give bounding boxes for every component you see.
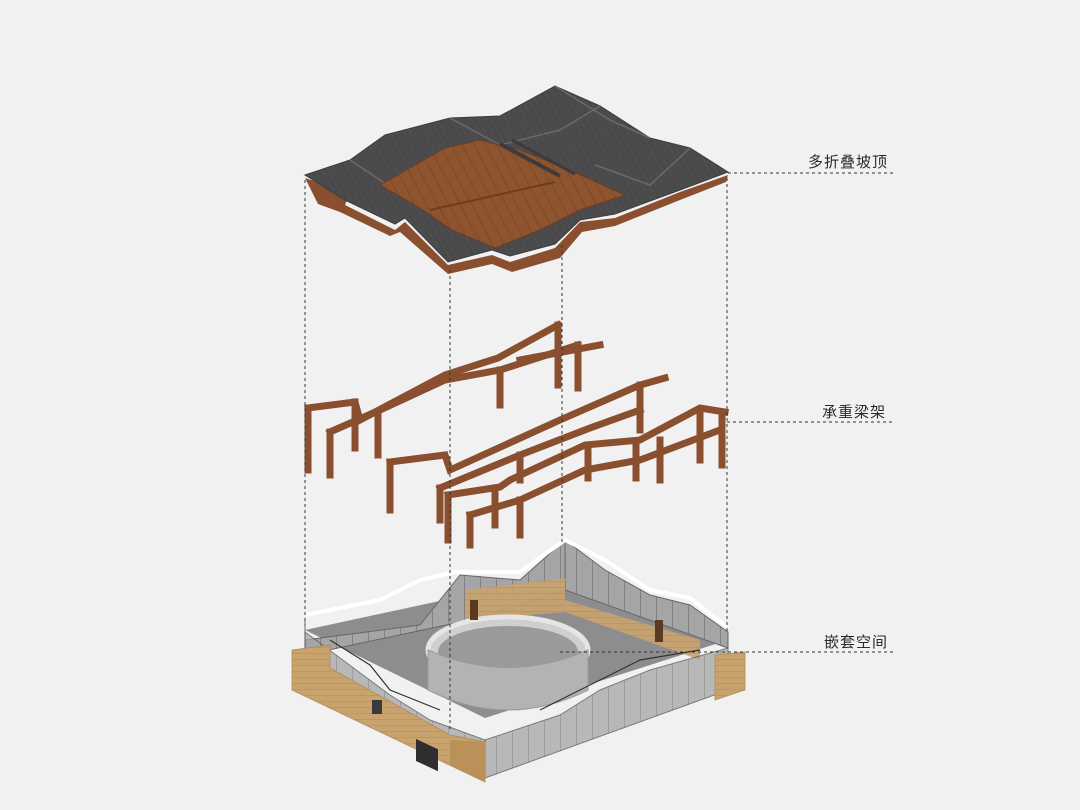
plinth-opening-4 xyxy=(655,620,663,642)
roof-strip-3 xyxy=(429,181,556,211)
plinth-opening-2 xyxy=(416,738,438,772)
frame-b-front-beam xyxy=(435,405,645,493)
roof-ridge-3 xyxy=(554,85,651,139)
nested-cylinder-wall xyxy=(427,649,589,711)
roof-strip-2 xyxy=(511,138,576,176)
front-glass-wall-right xyxy=(484,647,729,779)
inner-brick-wall xyxy=(465,578,700,660)
roof-ridge-4 xyxy=(594,147,691,186)
label-nested-space: 嵌套空间 xyxy=(824,633,889,651)
folded-roof xyxy=(303,85,730,274)
brick-plinth-right xyxy=(714,651,746,701)
roof-strip-1 xyxy=(499,142,561,178)
timber-frame xyxy=(304,320,730,549)
plinth-opening-1 xyxy=(372,700,382,714)
roof-ridge-2 xyxy=(449,105,601,146)
frame-a-top-beam xyxy=(304,320,563,426)
glass-top-outline xyxy=(304,537,730,630)
guide-lines xyxy=(304,172,893,730)
back-glass-wall-right xyxy=(564,539,729,649)
frame-b-top-beam xyxy=(386,373,670,475)
frame-a-tie xyxy=(515,340,605,365)
label-folded-roof: 多折叠坡顶 xyxy=(808,153,889,171)
stair-rail-left xyxy=(329,639,441,711)
nested-space-base xyxy=(291,537,746,783)
plinth-opening-3 xyxy=(470,600,478,620)
stair-rail-right xyxy=(539,649,701,711)
brick-plinth-left xyxy=(291,644,486,783)
label-load-bearing-frame: 承重梁架 xyxy=(822,403,887,421)
brick-plinth-front-corner xyxy=(450,740,485,782)
